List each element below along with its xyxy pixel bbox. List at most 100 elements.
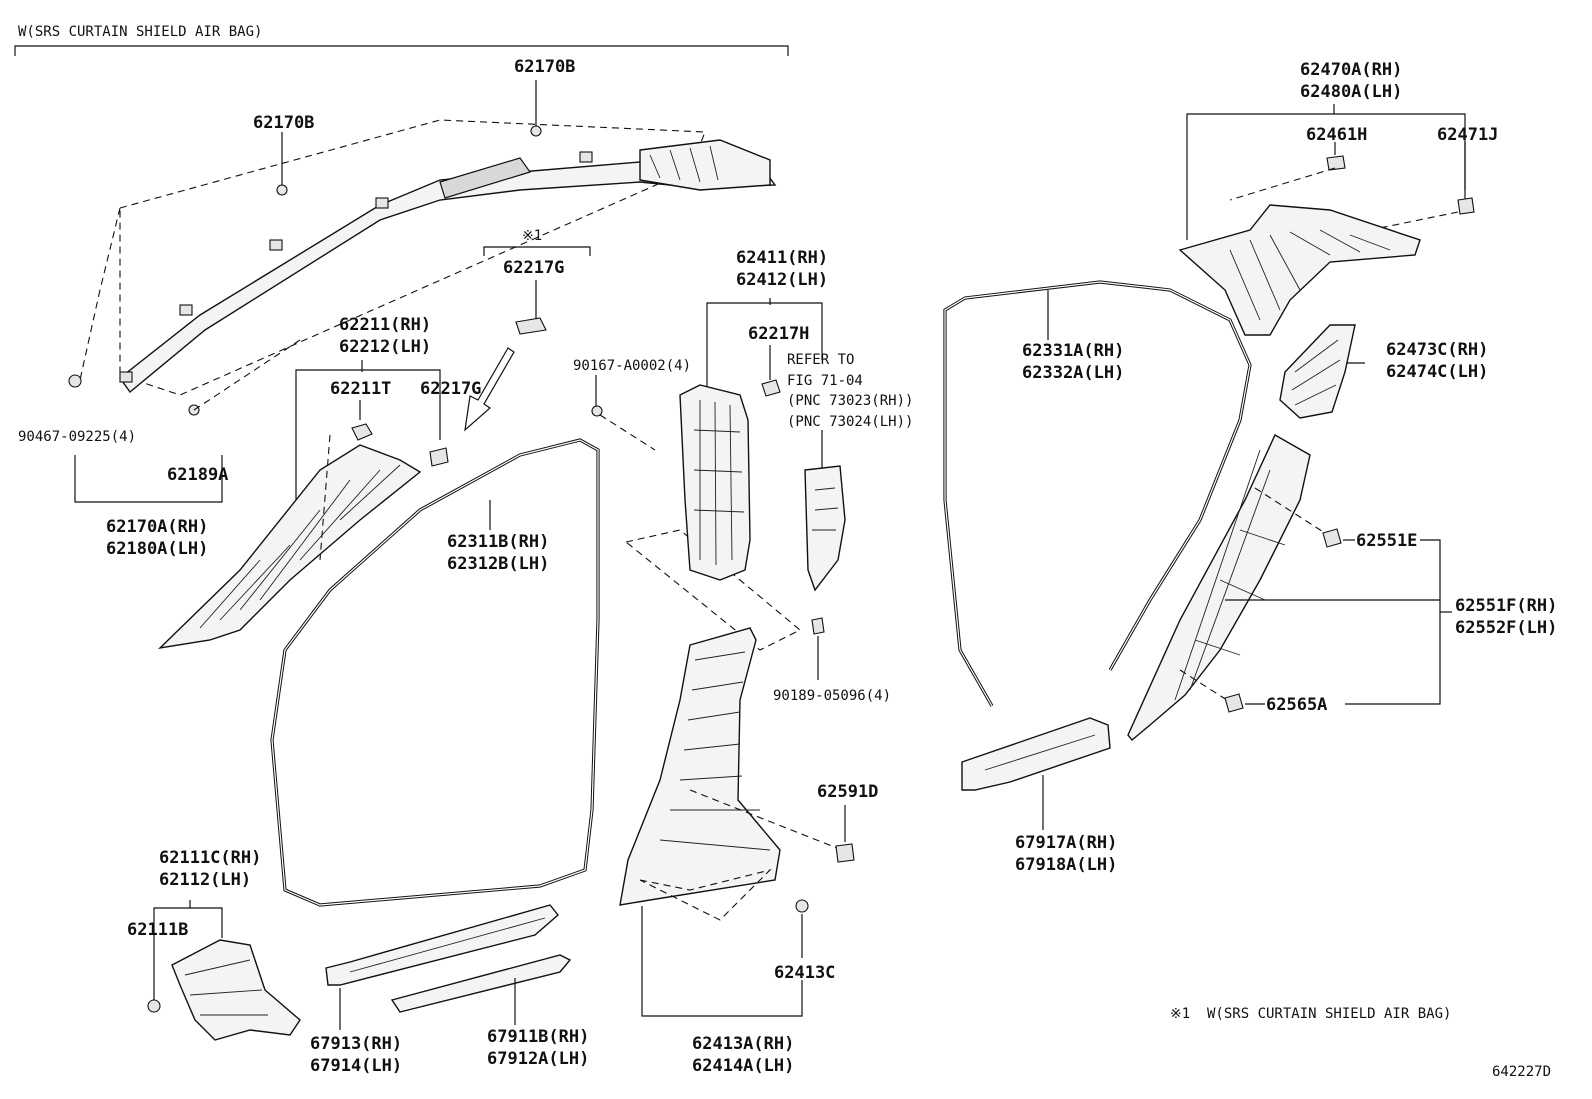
refer-line-2: FIG 71-04 — [787, 373, 863, 389]
header-note-group: W(SRS CURTAIN SHIELD AIR BAG) — [14, 24, 789, 56]
clip-62217g-mid — [429, 447, 449, 467]
clip-62461h — [1326, 155, 1346, 171]
footnote-mark: ※1 — [1170, 1006, 1190, 1022]
diagram-code: 642227D — [1492, 1064, 1551, 1080]
label-62411: 62411(RH) — [736, 248, 828, 268]
cowl-side-trim — [171, 939, 301, 1041]
bracket-62551f — [1345, 539, 1441, 705]
label-62180a: 62180A(LH) — [106, 539, 208, 559]
airbag-tab-2 — [269, 239, 283, 251]
clip-62217g-top — [515, 317, 547, 335]
header-note: W(SRS CURTAIN SHIELD AIR BAG) — [18, 24, 262, 40]
b-pillar-lower-garnish — [619, 627, 781, 906]
label-67917a: 67917A(RH) — [1015, 833, 1117, 853]
phantom-62189a — [193, 339, 301, 411]
b-pillar-upper-garnish — [679, 384, 751, 581]
label-62413a: 62413A(RH) — [692, 1034, 794, 1054]
label-62414a: 62414A(LH) — [692, 1056, 794, 1076]
cowl-side-trim-group — [147, 900, 301, 1041]
phantom-62471j — [1369, 211, 1459, 231]
label-62591d: 62591D — [817, 782, 878, 802]
label-62551f: 62551F(RH) — [1455, 596, 1557, 616]
label-mark1: ※1 — [522, 228, 542, 244]
label-62170b-left: 62170B — [253, 113, 314, 133]
label-67911b: 67911B(RH) — [487, 1027, 589, 1047]
refer-line-4: (PNC 73024(LH)) — [787, 414, 913, 430]
airbag-tab-5 — [579, 151, 593, 163]
phantom-62591d — [689, 789, 843, 851]
label-62470a: 62470A(RH) — [1300, 60, 1402, 80]
clip-62565a — [1224, 693, 1244, 713]
seatbelt-cover — [804, 465, 846, 592]
label-62212: 62212(LH) — [339, 337, 431, 357]
clip-62413c — [795, 899, 809, 913]
direction-arrow — [464, 347, 515, 432]
airbag-phantom-edge-2 — [79, 289, 101, 381]
b-pillar-lower-group — [619, 627, 855, 1017]
refer-line-3: (PNC 73023(RH)) — [787, 393, 913, 409]
a-pillar-garnish — [157, 444, 422, 650]
label-62311b: 62311B(RH) — [447, 532, 549, 552]
refer-line-1: REFER TO — [787, 352, 854, 368]
clip-90167 — [591, 405, 603, 417]
phantom-62461h — [1229, 167, 1336, 201]
phantom-62565a — [1179, 669, 1231, 703]
bracket-mark1 — [483, 246, 591, 256]
label-62412: 62412(LH) — [736, 270, 828, 290]
b-pillar-upper-ribs — [693, 400, 745, 566]
rear-scuff-group — [961, 717, 1111, 830]
bracket-62411 — [706, 302, 823, 392]
label-62111b: 62111B — [127, 920, 188, 940]
bracket-62111c — [153, 907, 223, 1000]
label-62471j: 62471J — [1437, 125, 1498, 145]
phantom-b-pillar — [624, 529, 801, 651]
curtain-airbag-group — [68, 80, 777, 503]
front-scuff-group — [325, 904, 572, 1030]
phantom-a-pillar — [319, 434, 331, 561]
label-62217g-mid: 62217G — [420, 379, 481, 399]
airbag-rear-bracket — [639, 139, 771, 191]
label-67914: 67914(LH) — [310, 1056, 402, 1076]
rear-weatherstrip-highlight — [944, 281, 1251, 707]
label-62565a: 62565A — [1266, 695, 1327, 715]
airbag-phantom-edge — [99, 207, 121, 291]
header-bracket — [14, 45, 789, 56]
label-62112: 62112(LH) — [159, 870, 251, 890]
roof-side-trim-group — [1178, 104, 1475, 419]
bracket-62170a — [74, 455, 223, 503]
label-62312b: 62312B(LH) — [447, 554, 549, 574]
label-62461h: 62461H — [1306, 125, 1367, 145]
label-62211: 62211(RH) — [339, 315, 431, 335]
label-62480a: 62480A(LH) — [1300, 82, 1402, 102]
roof-side-ribs — [1229, 229, 1391, 321]
cowl-side-ribs — [184, 959, 268, 1016]
bolt-62170b-left — [276, 184, 288, 196]
clip-62217h — [761, 379, 781, 397]
phantom-90167 — [599, 414, 656, 451]
label-62473c: 62473C(RH) — [1386, 340, 1488, 360]
airbag-tab-4 — [119, 371, 133, 383]
label-67912a: 67912A(LH) — [487, 1049, 589, 1069]
clip-62591d — [835, 843, 855, 863]
clip-62217g-group — [464, 246, 591, 432]
front-weatherstrip-highlight — [271, 439, 599, 906]
clip-62111b — [147, 999, 161, 1013]
a-pillar-garnish-group — [157, 360, 449, 650]
phantom-b-lower — [639, 868, 772, 921]
b-pillar-upper-group: 90167-A0002(4) — [573, 298, 825, 680]
label-67918a: 67918A(LH) — [1015, 855, 1117, 875]
label-62211t: 62211T — [330, 379, 391, 399]
label-62170b-top: 62170B — [514, 57, 575, 77]
c-pillar-ribs — [1174, 449, 1286, 701]
bracket-62211 — [295, 369, 441, 512]
footnote-text: W(SRS CURTAIN SHIELD AIR BAG) — [1207, 1006, 1451, 1022]
rear-bracket-detail — [649, 145, 719, 183]
label-62111c: 62111C(RH) — [159, 848, 261, 868]
roof-side-garnish — [1178, 204, 1421, 336]
seatbelt-cover-detail — [812, 487, 839, 531]
airbag-tab-1 — [375, 197, 389, 209]
quarter-trim-ribs — [1291, 339, 1341, 406]
c-pillar-garnish — [1127, 434, 1311, 741]
bolt-62170b-top — [530, 125, 542, 137]
phantom-62551e — [1254, 487, 1329, 536]
